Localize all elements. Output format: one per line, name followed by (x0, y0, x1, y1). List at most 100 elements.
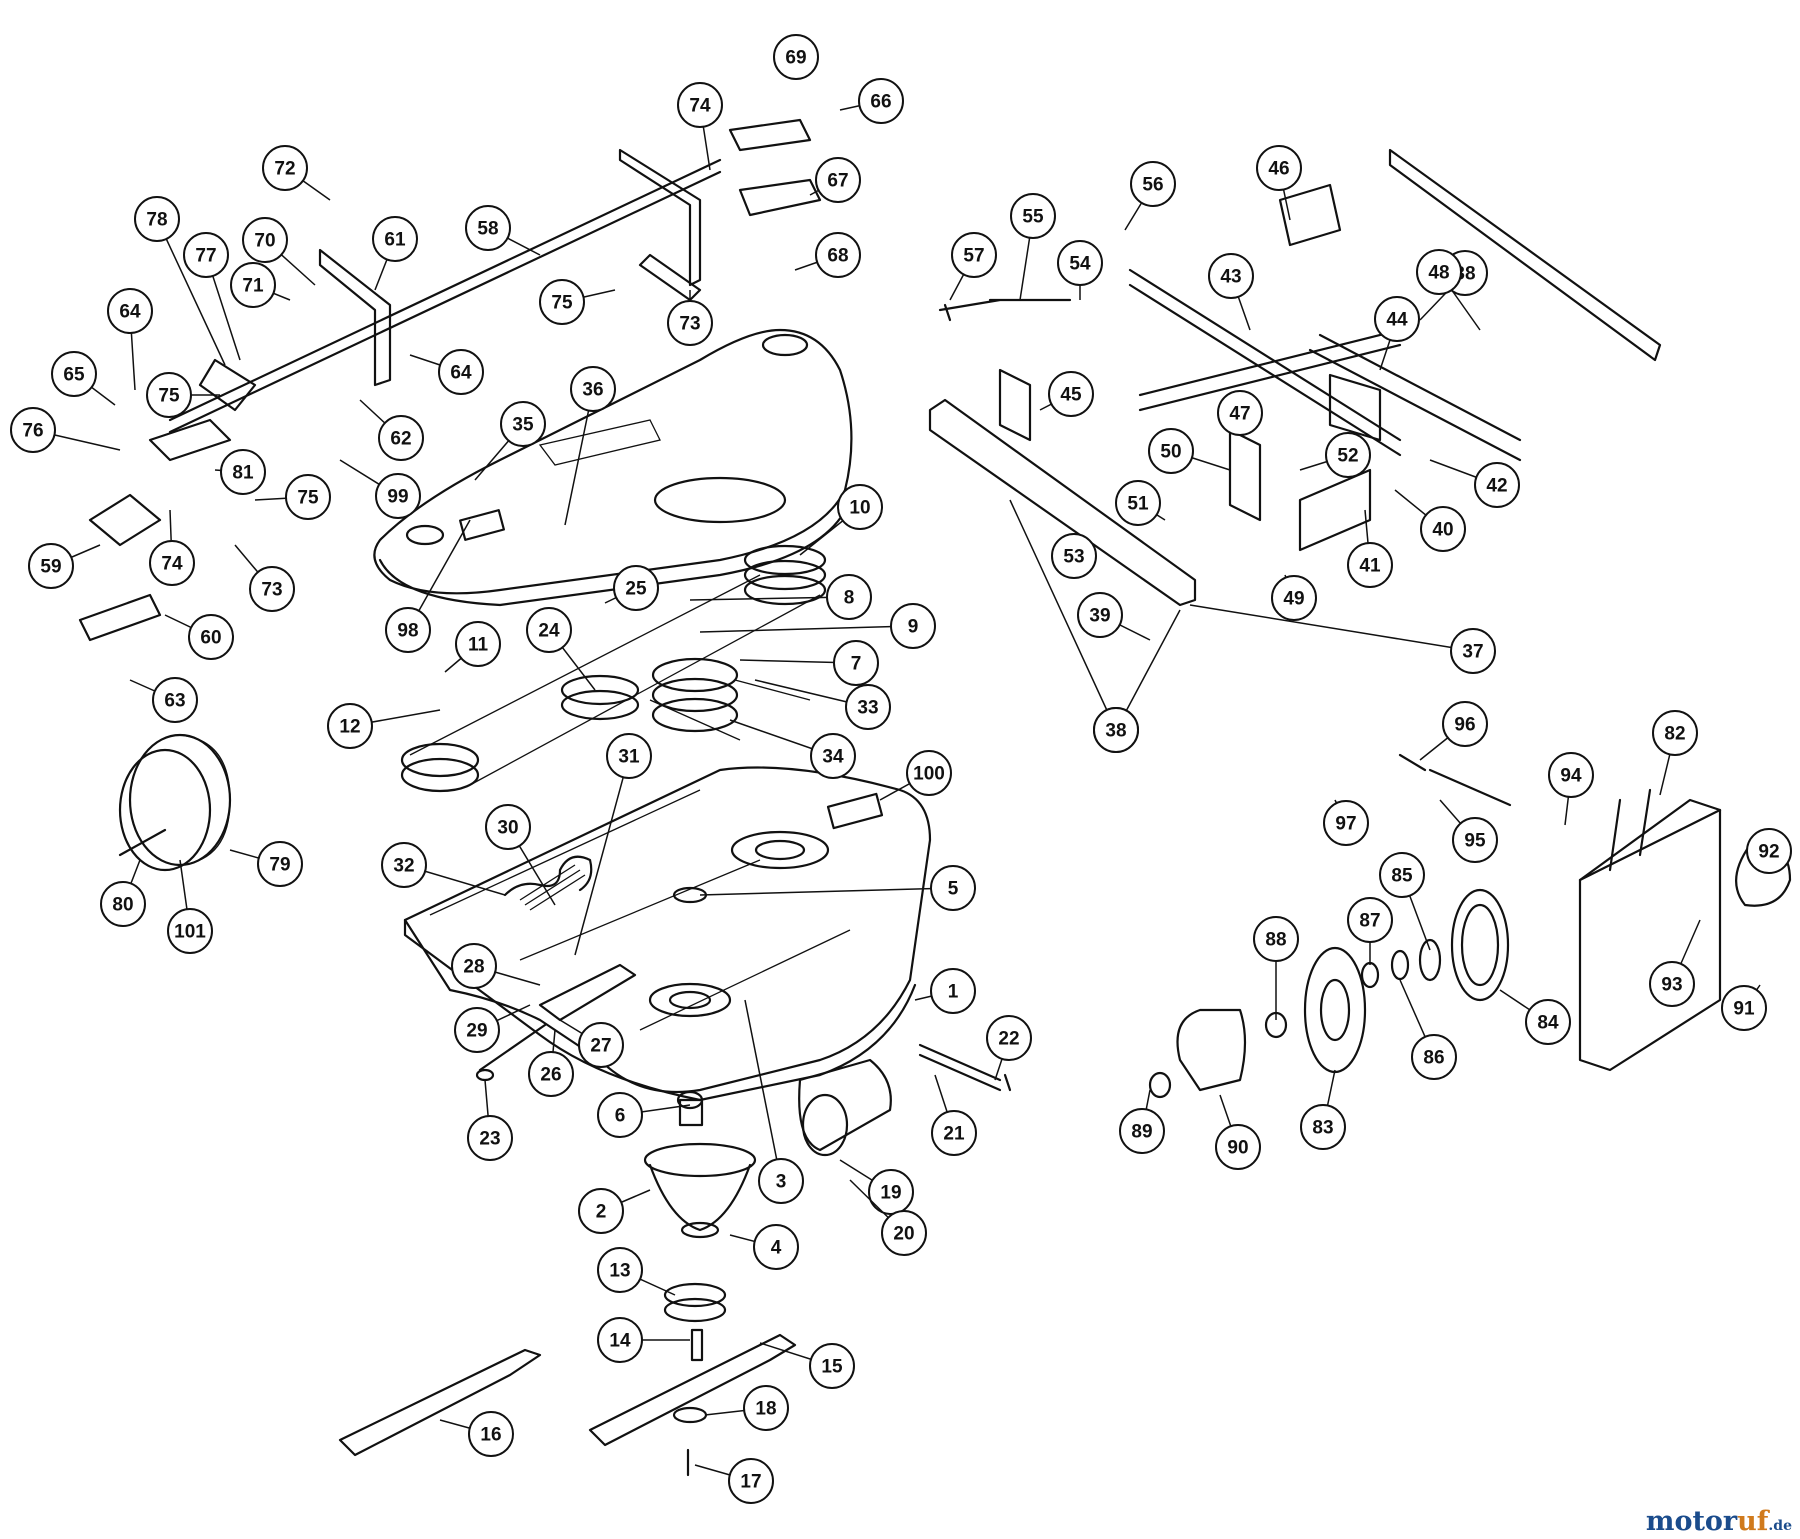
callout-47: 47 (1217, 390, 1263, 436)
callout-number: 21 (943, 1124, 965, 1145)
callout-circle (1347, 542, 1393, 588)
callout-80: 80 (100, 859, 146, 927)
callout-circle (810, 733, 856, 779)
callout-48: 48 (1416, 249, 1481, 331)
callout-number: 16 (480, 1425, 501, 1446)
callout-number: 26 (540, 1065, 561, 1086)
pulleys (400, 544, 827, 793)
callout-68: 68 (794, 232, 861, 278)
callout-number: 87 (1359, 911, 1380, 932)
callout-75: 75 (539, 279, 616, 325)
callout-12: 12 (327, 703, 441, 749)
callout-number: 58 (477, 219, 498, 240)
callout-51: 51 (1115, 480, 1166, 526)
callout-circle (1442, 701, 1488, 747)
callout-number: 88 (1265, 930, 1286, 951)
callout-circle (1452, 817, 1498, 863)
callout-number: 51 (1127, 494, 1149, 515)
callout-number: 11 (468, 635, 489, 656)
callout-74: 74 (677, 82, 723, 171)
callout-18: 18 (704, 1385, 789, 1431)
leader-line (1189, 604, 1474, 652)
callout-99: 99 (339, 459, 421, 519)
callout-circle (890, 603, 936, 649)
callout-number: 56 (1142, 175, 1163, 196)
callout-number: 83 (1312, 1118, 1333, 1139)
callout-number: 29 (466, 1021, 487, 1042)
callout-circle (1051, 533, 1097, 579)
callout-8: 8 (689, 574, 872, 620)
callout-number: 34 (822, 747, 844, 768)
callout-circle (1525, 999, 1571, 1045)
callout-number: 14 (609, 1331, 631, 1352)
callout-circle (51, 351, 97, 397)
callout-36: 36 (564, 366, 616, 526)
callout-number: 2 (596, 1202, 607, 1223)
callout-circle (597, 1247, 643, 1293)
callout-92: 92 (1746, 828, 1792, 874)
callout-circle (868, 1169, 914, 1215)
callout-number: 98 (397, 621, 418, 642)
callout-circle (845, 684, 891, 730)
callout-86: 86 (1399, 979, 1457, 1080)
callout-88: 88 (1253, 916, 1299, 1020)
callout-19: 19 (839, 1159, 914, 1215)
callout-76: 76 (10, 407, 121, 453)
callout-53: 53 (1051, 533, 1097, 579)
callout-number: 44 (1386, 310, 1408, 331)
callout-44: 44 (1374, 296, 1420, 371)
callout-circle (951, 232, 997, 278)
leader-line (689, 596, 850, 601)
callout-circle (597, 1092, 643, 1138)
callout-circle (1652, 710, 1698, 756)
callout-circle (809, 1343, 855, 1389)
callout-circle (378, 415, 424, 461)
callout-circle (188, 614, 234, 660)
callout-4: 4 (729, 1224, 799, 1270)
callout-24: 24 (526, 607, 596, 691)
callout-number: 23 (479, 1129, 500, 1150)
callout-35: 35 (474, 401, 546, 481)
callout-circle (230, 262, 276, 308)
callout-number: 52 (1337, 446, 1358, 467)
callout-circle (758, 1158, 804, 1204)
callout-number: 62 (390, 429, 411, 450)
leader-line (699, 887, 954, 896)
callout-circle (858, 78, 904, 124)
callout-17: 17 (694, 1458, 774, 1504)
callout-number: 12 (339, 717, 360, 738)
callout-15: 15 (759, 1342, 855, 1389)
callout-circle (220, 449, 266, 495)
callout-number: 18 (755, 1399, 776, 1420)
leader-line (1009, 499, 1117, 731)
callout-circle (1374, 296, 1420, 342)
callout-number: 3 (776, 1172, 787, 1193)
callout-circle (930, 865, 976, 911)
callout-70: 70 (242, 217, 316, 286)
callout-circle (1057, 240, 1103, 286)
callout-85: 85 (1379, 852, 1431, 951)
callout-number: 13 (609, 1261, 630, 1282)
callout-number: 101 (174, 922, 206, 943)
callout-number: 41 (1359, 556, 1381, 577)
callout-66: 66 (839, 78, 904, 124)
callout-circle (906, 750, 952, 796)
callout-57: 57 (949, 232, 997, 301)
callout-number: 74 (689, 96, 711, 117)
callout-81: 81 (214, 449, 266, 495)
callout-circle (146, 372, 192, 418)
callout-circle (931, 1110, 977, 1156)
callout-9: 9 (699, 603, 936, 649)
callout-96: 96 (1419, 701, 1488, 761)
callout-number: 6 (615, 1106, 626, 1127)
callout-number: 73 (679, 314, 700, 335)
leader-line (699, 625, 914, 633)
callout-73: 73 (667, 290, 713, 346)
callout-circle (455, 621, 501, 667)
callout-21: 21 (931, 1074, 977, 1156)
callout-37: 37 (1189, 604, 1496, 674)
callout-circle (1271, 575, 1317, 621)
callout-number: 24 (538, 621, 560, 642)
callout-40: 40 (1394, 489, 1466, 552)
